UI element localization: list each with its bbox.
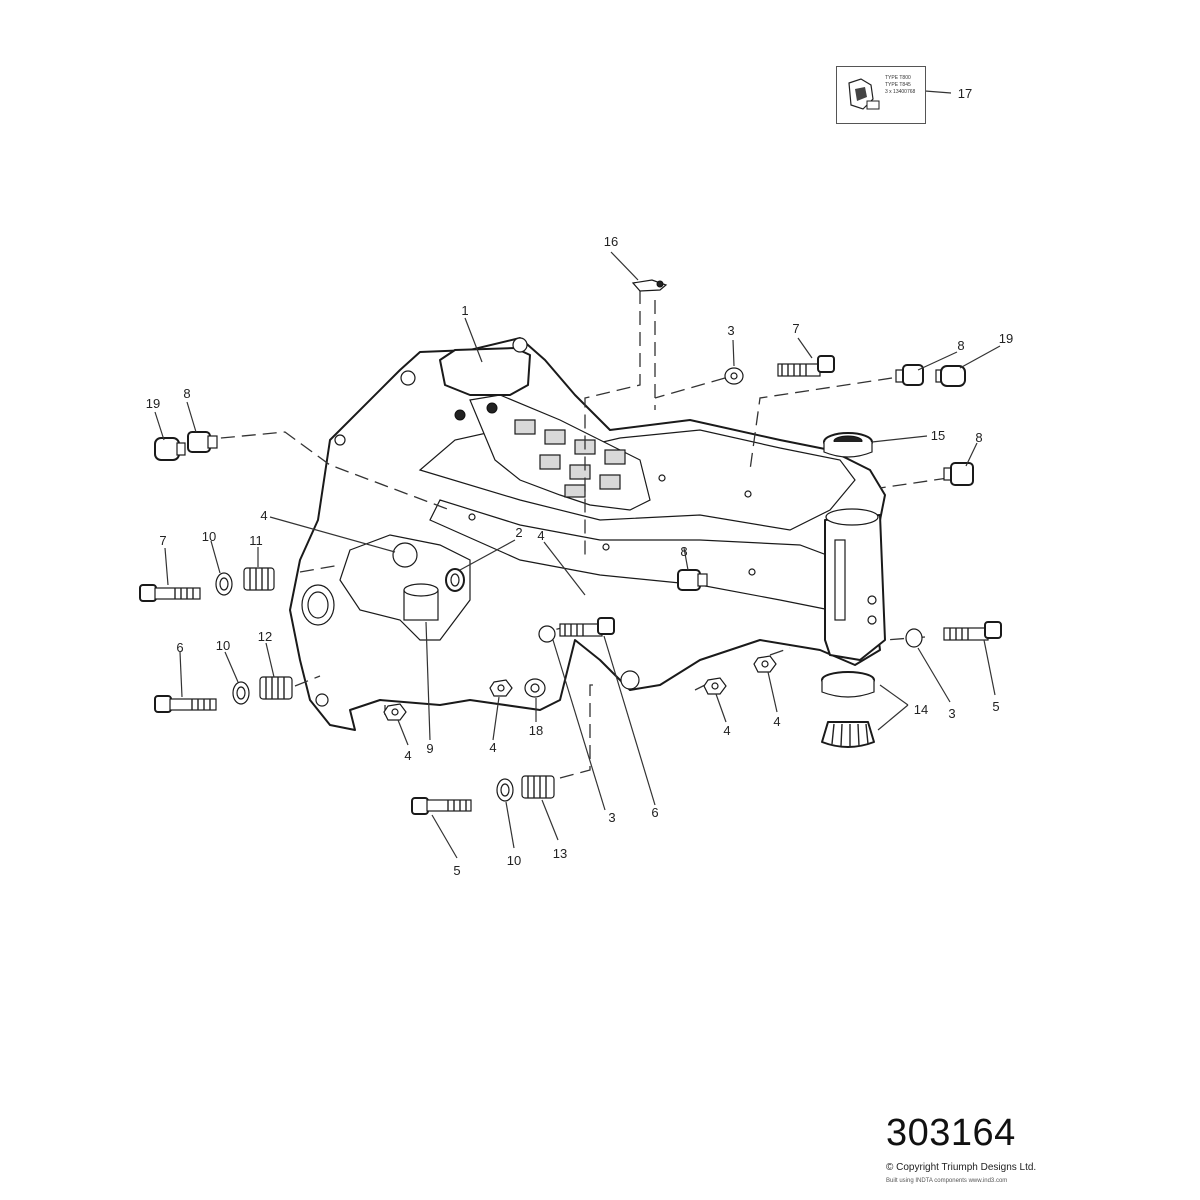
callout-3-right: 3 xyxy=(948,706,955,721)
callout-7-left: 7 xyxy=(159,533,166,548)
callout-1: 1 xyxy=(461,303,468,318)
leader-lines xyxy=(154,90,1001,859)
part-11-adjuster xyxy=(243,567,275,591)
label-line-1: TYPE T800 xyxy=(885,75,911,81)
callout-4-upper: 4 xyxy=(260,508,267,523)
copyright-notice: © Copyright Triumph Designs Ltd. xyxy=(886,1162,1037,1173)
callout-8-top-right: 8 xyxy=(957,338,964,353)
callout-4-center: 4 xyxy=(489,740,496,755)
callout-19-right: 19 xyxy=(999,331,1013,346)
part-17-warning-label: TYPE T800 TYPE T845 3 x 13400768 xyxy=(836,66,926,124)
callout-13: 13 xyxy=(553,846,567,861)
callout-3-top: 3 xyxy=(727,323,734,338)
assembly-lines xyxy=(199,290,949,779)
callout-18: 18 xyxy=(529,723,543,738)
callout-19-left: 19 xyxy=(146,396,160,411)
part-8-spacer-center xyxy=(677,569,708,591)
frame-lattice xyxy=(469,394,651,511)
callout-8-left: 8 xyxy=(183,386,190,401)
part-16-clip xyxy=(631,279,668,292)
diagram-part-number: 303164 xyxy=(886,1112,1016,1154)
part-4-nut-head xyxy=(753,655,777,673)
callout-4-left: 4 xyxy=(404,748,411,763)
callout-16: 16 xyxy=(604,234,618,249)
part-19-cap-top-right xyxy=(935,365,966,387)
part-15-seal xyxy=(823,432,873,458)
callout-12: 12 xyxy=(258,629,272,644)
steering-head xyxy=(824,508,886,661)
part-5-bolt-bottom xyxy=(411,797,472,815)
part-3-washer-top xyxy=(724,367,744,385)
part-4-nut-right xyxy=(703,677,727,695)
callout-2: 2 xyxy=(515,525,522,540)
part-3-washer-center xyxy=(538,625,556,643)
part-14-bearing xyxy=(821,671,875,748)
callout-8-center: 8 xyxy=(680,544,687,559)
label-pictogram-icon xyxy=(848,78,880,110)
callout-numbers: 1 2 3 3 3 4 4 4 4 4 4 5 5 6 6 7 7 8 8 8 … xyxy=(146,86,1013,878)
part-4-nut-center xyxy=(489,679,513,697)
callout-5-right: 5 xyxy=(992,699,999,714)
callout-10-middle: 10 xyxy=(216,638,230,653)
part-2-bush xyxy=(445,568,465,592)
callout-17: 17 xyxy=(958,86,972,101)
callout-4-head: 4 xyxy=(773,714,780,729)
callout-6-left: 6 xyxy=(176,640,183,655)
credit-notice: Built using INDTA components www.ind3.co… xyxy=(886,1178,1008,1184)
part-8-spacer-right xyxy=(943,462,974,486)
callout-15: 15 xyxy=(931,428,945,443)
callout-7-top: 7 xyxy=(792,321,799,336)
part-8-spacer-top-right xyxy=(895,364,924,386)
part-12-adjuster xyxy=(259,676,293,700)
callout-4-mid: 4 xyxy=(537,528,544,543)
label-line-2: TYPE T845 xyxy=(885,82,911,88)
part-6-bolt-center xyxy=(559,617,615,637)
part-6-bolt-left xyxy=(154,695,217,713)
part-7-bolt-left xyxy=(139,584,201,602)
part-19-cap-left xyxy=(154,437,186,461)
part-9-spacer-tube xyxy=(403,583,439,621)
part-5-bolt-right xyxy=(943,621,1002,641)
part-7-bolt-top xyxy=(777,355,835,377)
callout-14: 14 xyxy=(914,702,928,717)
callout-8-right: 8 xyxy=(975,430,982,445)
callout-5-bottom: 5 xyxy=(453,863,460,878)
callout-6-center: 6 xyxy=(651,805,658,820)
part-3-washer-right xyxy=(905,628,923,648)
part-8-spacer-left xyxy=(187,431,218,453)
part-13-adjuster xyxy=(521,775,555,799)
callout-3-center: 3 xyxy=(608,810,615,825)
label-line-3: 3 x 13400768 xyxy=(885,89,916,95)
callout-11: 11 xyxy=(249,533,263,548)
callout-10-bottom: 10 xyxy=(507,853,521,868)
callout-4-right: 4 xyxy=(723,723,730,738)
callout-10-upper: 10 xyxy=(202,529,216,544)
callout-9: 9 xyxy=(426,741,433,756)
part-4-nut-left xyxy=(383,703,407,721)
